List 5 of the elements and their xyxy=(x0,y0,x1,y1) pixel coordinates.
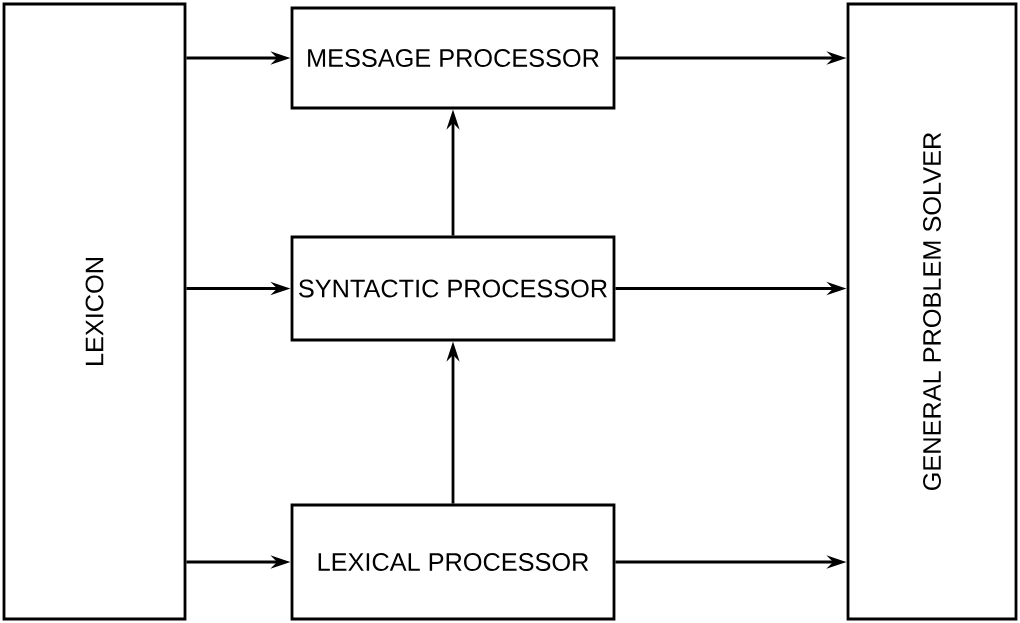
processor-box: LEXICAL PROCESSOR xyxy=(290,503,616,621)
solver-box: GENERAL PROBLEM SOLVER xyxy=(846,2,1018,621)
lexicon-box: LEXICON xyxy=(2,2,187,621)
processor-box: SYNTACTIC PROCESSOR xyxy=(290,235,616,342)
processor-box: MESSAGE PROCESSOR xyxy=(290,6,616,110)
